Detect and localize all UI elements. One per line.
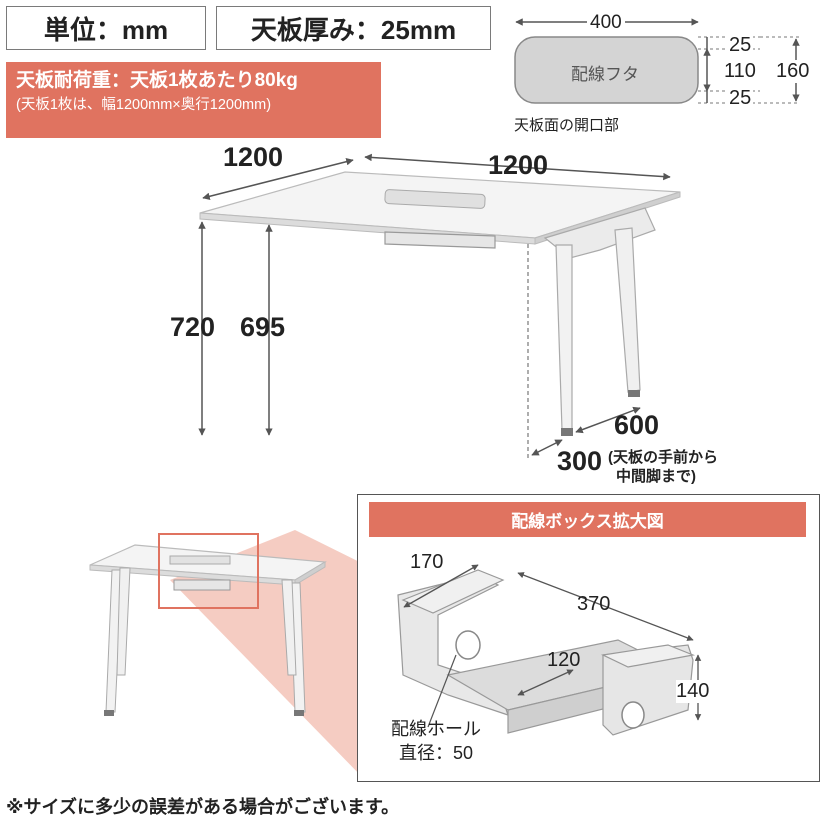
cable-hole-label-line2: 直径：50 (398, 743, 474, 763)
cable-cover-label: 配線フタ (571, 65, 639, 84)
box-inner-width-label: 120 (547, 649, 581, 671)
opening-top-margin: 25 (727, 34, 754, 57)
width-left-arrow (202, 158, 354, 200)
cable-hole-label: 配線ホール 直径：50 (391, 717, 481, 765)
opening-middle: 110 (722, 60, 758, 83)
leg-span-arrow (575, 406, 641, 434)
leg-offset-label: 300 (557, 446, 603, 476)
opening-caption: 天板面の開口部 (514, 117, 620, 134)
unit-label: 単位：mm (6, 6, 206, 50)
height-under-label: 695 (240, 312, 286, 342)
cable-box-zoom-panel: 配線ボックス拡大図 170 370 120 140 配線ホール 直径：50 (357, 494, 820, 782)
cable-box-zoom-title: 配線ボックス拡大図 (369, 502, 806, 537)
thickness-label: 天板厚み：25mm (216, 6, 491, 50)
box-length-label: 370 (577, 593, 611, 615)
load-capacity-box: 天板耐荷重：天板1枚あたり80kg (天板1枚は、幅1200mm×奥行1200m… (6, 62, 381, 138)
width-left-label: 1200 (223, 142, 284, 172)
footer-note: ※サイズに多少の誤差がある場合がございます。 (6, 797, 400, 817)
table-leg-back (614, 227, 641, 393)
leg-offset-note: (天板の手前から 中間脚まで) (608, 448, 718, 486)
box-width-top-label: 170 (410, 551, 444, 573)
leg-offset-note-line2: 中間脚まで) (616, 468, 696, 485)
cable-opening (384, 189, 486, 209)
table-leg-front (555, 244, 573, 431)
leg-offset-note-line1: (天板の手前から (608, 449, 718, 466)
width-right-arrow (364, 153, 671, 181)
height-total-label: 720 (170, 312, 216, 342)
cable-box-small (384, 231, 496, 249)
leg-offset-arrow (531, 439, 563, 456)
table-drawing (199, 171, 681, 436)
load-capacity-note: (天板1枚は、幅1200mm×奥行1200mm) (16, 97, 272, 113)
load-capacity-title: 天板耐荷重：天板1枚あたり80kg (16, 70, 298, 91)
zoom-highlight (158, 533, 259, 609)
width-right-label: 1200 (488, 150, 549, 180)
opening-total: 160 (774, 60, 812, 83)
cable-hole-label-line1: 配線ホール (391, 719, 481, 739)
cable-hole-left (455, 630, 481, 660)
cable-box-drawing (397, 564, 702, 736)
cable-cover-shape (514, 36, 699, 104)
cable-hole-right (621, 701, 645, 729)
box-height-label: 140 (676, 680, 710, 703)
leg-span-label: 600 (614, 410, 660, 440)
opening-width-label: 400 (587, 12, 625, 34)
opening-bottom-margin: 25 (727, 87, 754, 110)
